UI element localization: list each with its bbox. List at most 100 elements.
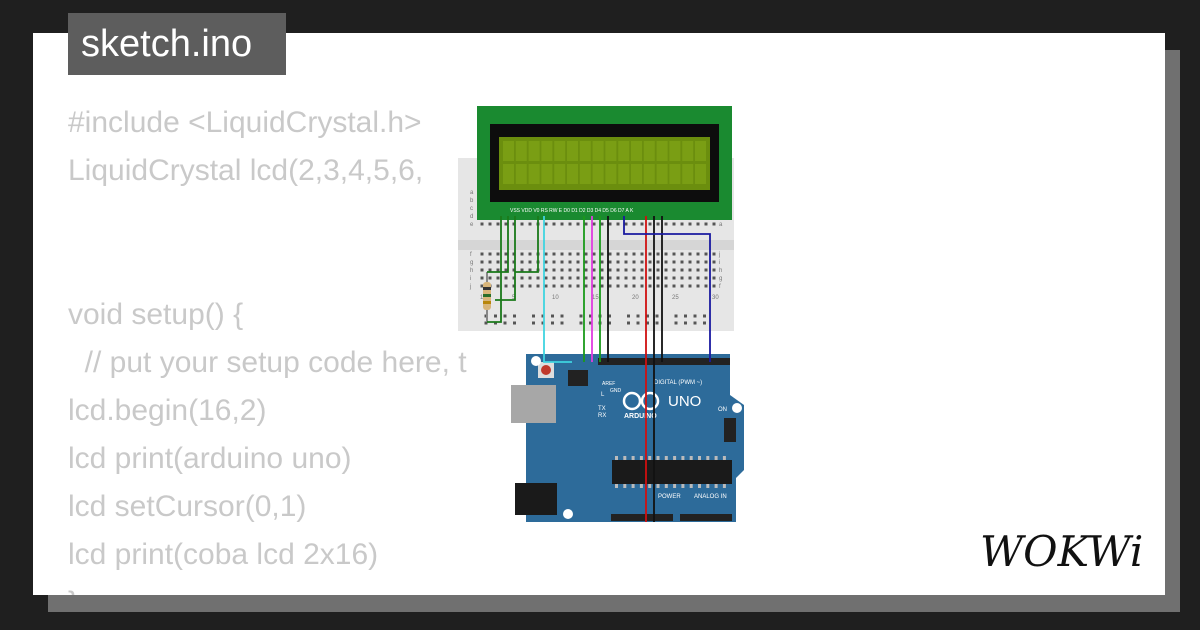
breadboard-hole [544,268,548,272]
breadboard-hole [688,260,692,264]
breadboard-hole [552,260,556,264]
breadboard-hole [480,222,484,226]
tx-label: TX [598,406,606,412]
breadboard-hole [544,222,548,226]
row-letter-left: j [469,284,471,290]
breadboard-hole [704,276,708,280]
breadboard-hole [576,268,580,272]
rail-hole [608,314,611,318]
breadboard-hole [576,222,580,226]
rail-hole [513,314,516,318]
breadboard-hole [616,268,620,272]
breadboard-hole [672,276,676,280]
lcd-cell [503,164,514,184]
lcd-cell [579,141,591,161]
breadboard-hole [640,276,644,280]
breadboard-hole [680,284,684,288]
breadboard-hole [584,268,588,272]
lcd-module: VSS VDD V0 RS RW E D0 D1 D2 D3 D4 D5 D6 … [477,106,732,220]
breadboard-hole [528,268,532,272]
breadboard-hole [504,276,508,280]
rail-hole [579,314,583,318]
breadboard-hole [616,252,620,256]
breadboard-hole [592,252,596,256]
breadboard-hole [576,260,580,264]
resistor-band-1 [483,287,491,290]
aref-label: AREF [602,381,615,387]
row-letter-right: j [718,252,720,258]
breadboard-hole [560,222,564,226]
breadboard-hole [632,284,636,288]
chip-pin [648,456,652,460]
breadboard-hole [696,268,700,272]
breadboard-hole [552,268,556,272]
lcd-cell [669,141,681,161]
rail-hole [684,321,687,325]
breadboard-hole [656,252,660,256]
breadboard-hole [504,268,508,272]
code-editor: #include <LiquidCrystal.h>LiquidCrystal … [68,99,467,595]
lcd-cell [643,141,655,161]
breadboard-hole [648,222,652,226]
wire-vdd-green [487,216,509,273]
breadboard-hole [488,252,492,256]
breadboard-hole [632,276,636,280]
breadboard-hole [712,252,716,256]
breadboard-hole [528,252,532,256]
lcd-cell [656,141,668,161]
breadboard-hole [544,260,548,264]
row-letter-left: b [470,198,474,204]
breadboard-hole [696,284,700,288]
file-name-tab: sketch.ino [68,13,286,75]
breadboard-hole [680,268,684,272]
breadboard-hole [624,260,628,264]
breadboard-hole [512,252,516,256]
wokwi-logo: WOKWi [980,527,1143,574]
breadboard-hole [704,268,708,272]
breadboard-hole [560,260,564,264]
rail-hole [560,321,564,325]
chip-pin [706,456,710,460]
lcd-cell [515,164,527,184]
breadboard-hole [552,252,556,256]
breadboard-hole [568,268,572,272]
breadboard-hole [528,284,532,288]
lcd-cell [541,141,553,161]
code-line: lcd print(arduino uno) [68,442,352,475]
code-line: #include <LiquidCrystal.h> [68,106,422,139]
breadboard-hole [648,260,652,264]
lcd-character-cells [503,141,706,184]
breadboard-hole [496,252,500,256]
code-line: // put your setup code here, t [68,346,467,379]
breadboard-hole [632,222,636,226]
code-line: lcd setCursor(0,1) [68,490,307,523]
lcd-cell [695,141,706,161]
breadboard-hole [648,268,652,272]
chip-pin [615,484,618,488]
breadboard-hole [688,284,692,288]
rail-hole [655,314,659,318]
wire-rs-blue [623,216,711,362]
column-number: 30 [712,295,719,301]
breadboard-hole [528,276,532,280]
lcd-cell [554,141,566,161]
breadboard-hole [696,276,700,280]
breadboard-hole [576,284,580,288]
breadboard-hole [536,284,540,288]
code-line: lcd.begin(16,2) [68,394,267,427]
breadboard-hole [488,276,492,280]
l-label: L [601,392,605,398]
lcd-cell [695,164,706,184]
chip-pin [689,484,693,488]
breadboard-hole [504,260,508,264]
rail-hole [646,321,649,325]
analog-label: ANALOG IN [694,494,727,500]
chip-pin [664,484,668,488]
breadboard-hole [672,222,676,226]
rail-hole [532,314,535,318]
breadboard-hole [560,268,564,272]
chip-pin [698,484,701,488]
wokwi-logo-text: WOKWi [980,527,1143,574]
gnd-label: GND [610,388,622,394]
